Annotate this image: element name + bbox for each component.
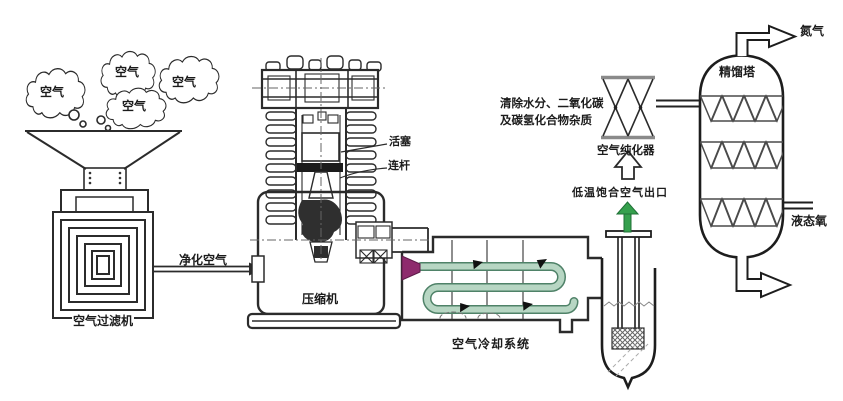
cooling-coil-icon <box>416 259 579 319</box>
cloud-label-4: 空气 <box>122 99 147 113</box>
air-clouds-icon <box>25 50 220 132</box>
cloud-label-1: 空气 <box>40 85 65 99</box>
air-filter-label: 空气过滤机 <box>72 314 135 329</box>
liquid-oxygen-label: 液态氧 <box>791 214 828 228</box>
connecting-rod-label: 连杆 <box>388 159 410 172</box>
compressor-outlet-cone-icon <box>401 255 421 281</box>
rectification-tower <box>698 24 813 299</box>
filter-mesh-icon <box>611 327 645 350</box>
tower-label: 精馏塔 <box>719 65 756 79</box>
purified-air-label: 净化空气 <box>179 253 228 267</box>
nitrogen-label: 氮气 <box>800 24 825 38</box>
separator-vessel <box>600 230 657 391</box>
liquid-oxygen-outlet-icon <box>783 201 813 210</box>
cold-air-outlet-label: 低温饱合空气出口 <box>572 186 668 199</box>
piston-leader-line <box>340 143 388 153</box>
intake-funnel <box>25 130 182 191</box>
piston-icon <box>297 132 343 172</box>
purifier-note-line2: 及碳氢化合物杂质 <box>500 113 592 127</box>
purifier-inlet-arrow-icon <box>613 149 643 180</box>
bottom-outlet-arrow-icon <box>735 256 793 299</box>
purifier-label: 空气纯化器 <box>597 143 655 157</box>
tower-trays-icon <box>700 94 783 229</box>
piston-label: 活塞 <box>389 135 411 148</box>
cold-air-outlet-arrow-icon <box>615 201 640 233</box>
output-shaft-icon <box>355 221 429 264</box>
air-filter-machine <box>52 189 154 319</box>
air-purifier-icon <box>601 75 703 180</box>
cooling-system-label: 空气冷却系统 <box>452 337 531 351</box>
purifier-note-line1: 清除水分、二氧化碳 <box>500 96 604 110</box>
rod-leader-line <box>339 167 388 179</box>
crank-icon <box>298 199 342 243</box>
compressor-label: 压缩机 <box>302 292 339 306</box>
cloud-label-2: 空气 <box>115 65 140 79</box>
cloud-label-3: 空气 <box>172 75 197 89</box>
liquid-level-icon <box>603 301 655 307</box>
compressor-machine <box>246 55 430 330</box>
nitrogen-outlet-arrow-icon <box>735 24 798 56</box>
